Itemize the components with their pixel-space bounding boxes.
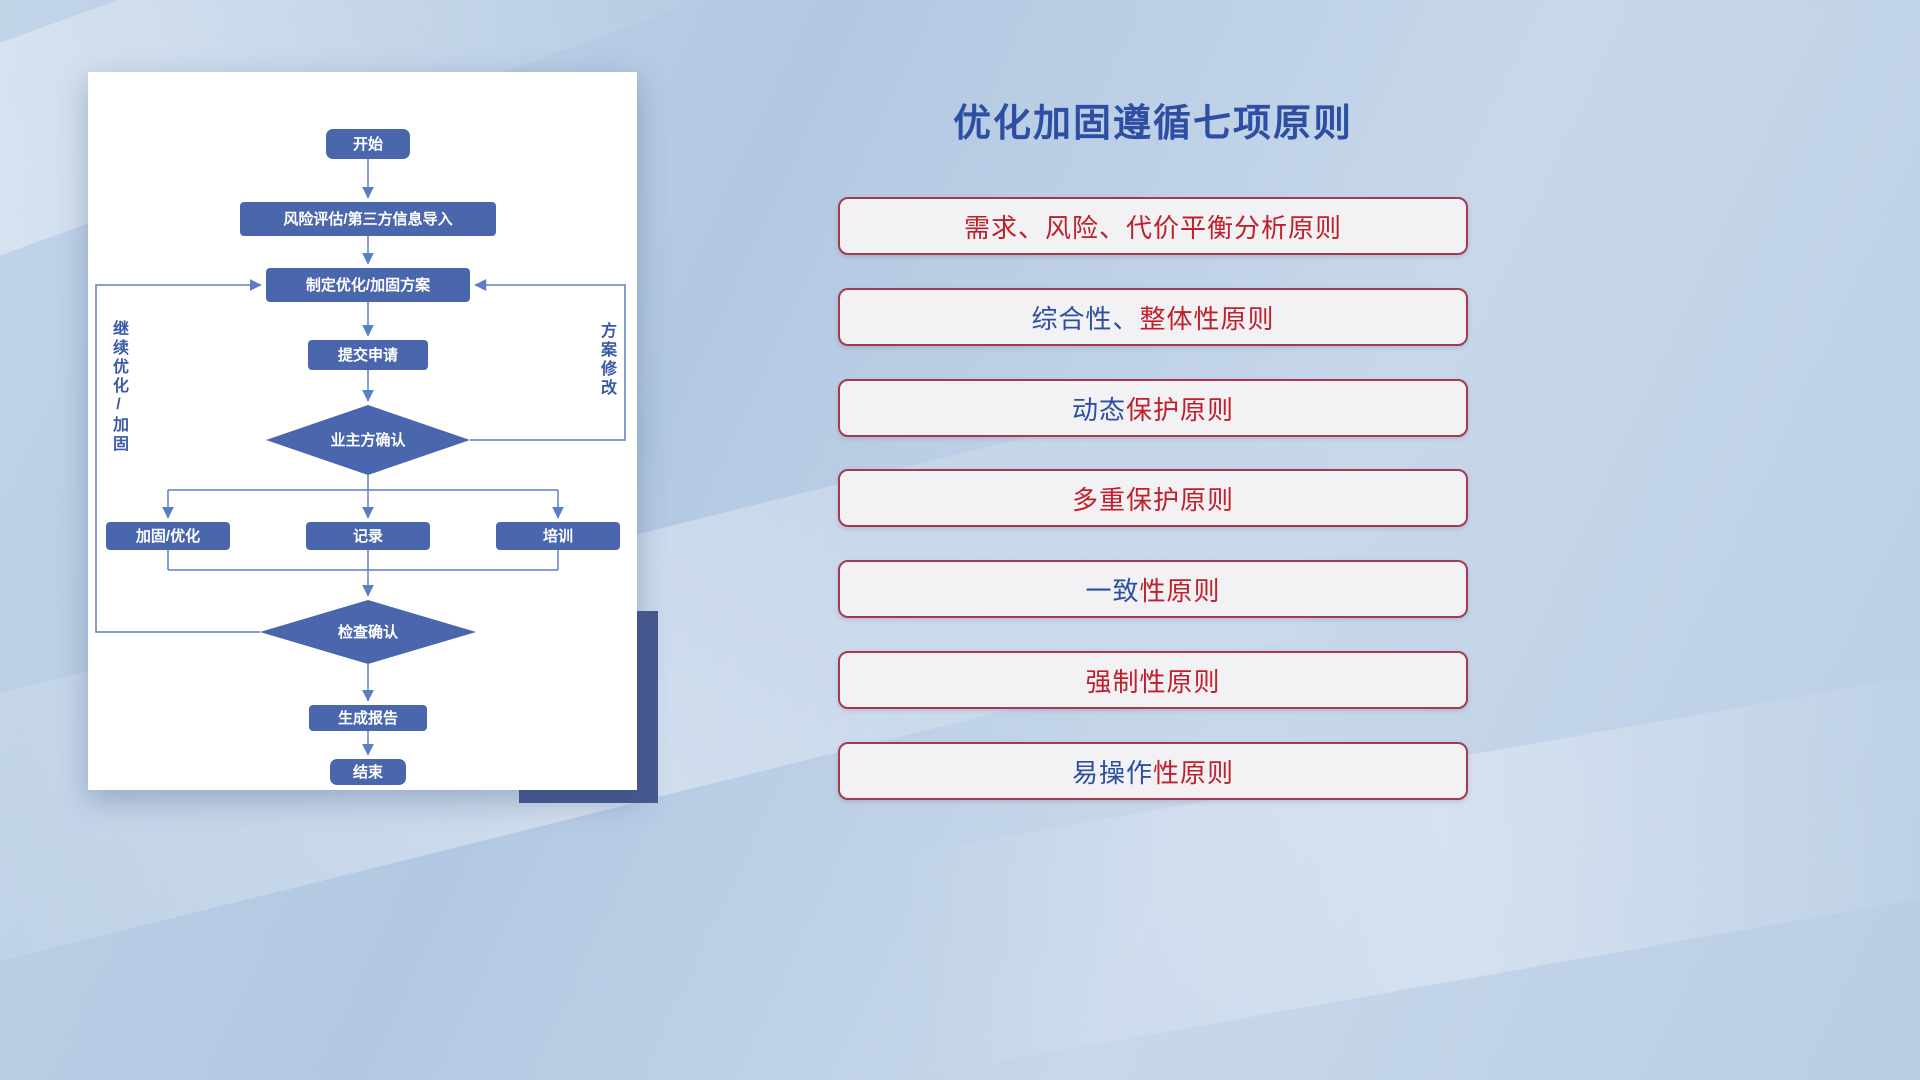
flowchart-card: 开始 风险评估/第三方信息导入 制定优化/加固方案 提交申请 业主方确认 加固/…: [88, 72, 637, 790]
principle-text-red: 整体性原则: [1139, 303, 1275, 334]
background-streak: [889, 666, 1920, 1074]
flow-node-record: 记录: [306, 522, 430, 550]
principle-item-5: 一致性原则: [838, 560, 1468, 618]
principle-item-1: 需求、风险、代价平衡分析原则: [838, 197, 1468, 255]
principle-item-7: 易操作性原则: [838, 742, 1468, 800]
page-title: 优化加固遵循七项原则: [952, 103, 1353, 145]
principle-text-red: 多重保护原则: [1071, 484, 1234, 515]
flow-node-submit-application: 提交申请: [308, 340, 428, 370]
flow-node-training: 培训: [496, 522, 620, 550]
principle-text-blue: 易操作: [1071, 757, 1153, 788]
principle-text-blue: 综合性、: [1031, 303, 1140, 334]
principle-text-red: 性原则: [1153, 757, 1235, 788]
principle-text-red: 性原则: [1139, 575, 1221, 606]
check-confirm-diamond: [260, 600, 476, 664]
flow-node-end: 结束: [330, 759, 406, 785]
principle-text-red: 需求、风险、代价平衡分析原则: [963, 212, 1342, 243]
principle-item-2: 综合性、整体性原则: [838, 288, 1468, 346]
flow-node-risk-import: 风险评估/第三方信息导入: [240, 202, 496, 236]
flow-label-continue-optimize: 继续优化/加固: [110, 320, 127, 454]
flowchart-connectors: [95, 159, 626, 756]
flow-node-generate-report: 生成报告: [309, 705, 427, 731]
principle-item-4: 多重保护原则: [838, 469, 1468, 527]
principle-item-6: 强制性原则: [838, 651, 1468, 709]
principle-text-blue: 动态: [1071, 394, 1126, 425]
flow-node-owner-confirm-label: 业主方确认: [330, 432, 406, 449]
principle-text-red: 强制性原则: [1085, 666, 1221, 697]
principle-text-red: 保护原则: [1126, 394, 1235, 425]
flow-node-make-plan: 制定优化/加固方案: [266, 268, 470, 302]
flow-node-check-confirm-label: 检查确认: [337, 624, 398, 641]
owner-confirm-diamond: [266, 405, 470, 475]
flow-label-plan-revision: 方案修改: [598, 322, 615, 398]
flow-node-harden-optimize: 加固/优化: [106, 522, 230, 550]
principle-text-blue: 一致: [1085, 575, 1140, 606]
flow-node-start: 开始: [326, 129, 410, 159]
principle-item-3: 动态保护原则: [838, 379, 1468, 437]
